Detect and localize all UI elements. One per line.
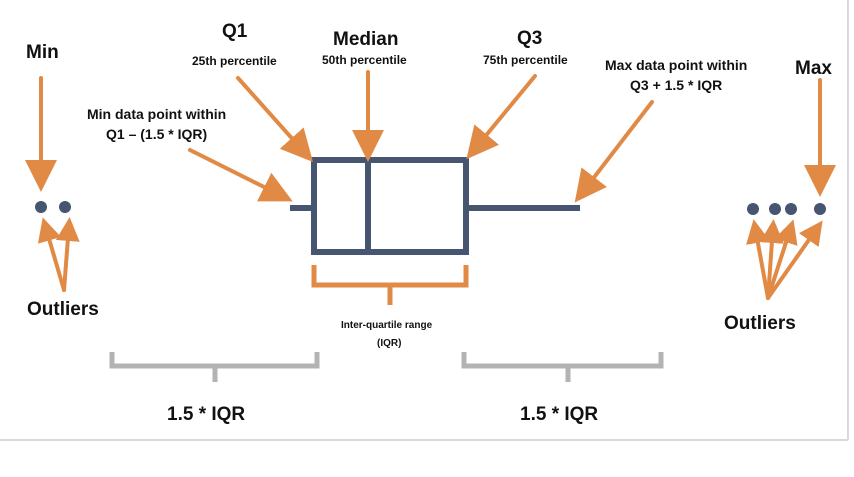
- right-outlier-arrow: [746, 219, 770, 300]
- max-whisker-arrow: [574, 100, 654, 203]
- left-outliers: [35, 201, 71, 213]
- outlier-dot: [785, 203, 797, 215]
- min-whisker-label-line1: Min data point within: [87, 106, 226, 122]
- left-span-bracket: [109, 352, 320, 382]
- q3-arrow: [466, 74, 537, 160]
- min-whisker-label-line2: Q1 – (1.5 * IQR): [106, 126, 207, 142]
- max-label: Max: [795, 58, 832, 79]
- left-span-label: 1.5 * IQR: [167, 404, 245, 425]
- right-span-bracket: [461, 352, 664, 382]
- max-whisker-label-line2: Q3 + 1.5 * IQR: [630, 77, 722, 93]
- iqr-label-line2: (IQR): [377, 338, 401, 349]
- outlier-dot: [814, 203, 826, 215]
- iqr-label-line1: Inter-quartile range: [341, 320, 433, 331]
- q1-subtitle: 25th percentile: [192, 54, 277, 68]
- left-outlier-arrow: [37, 217, 66, 292]
- outlier-dot: [59, 201, 71, 213]
- right-outlier-arrow: [759, 219, 784, 300]
- right-outliers: [747, 203, 826, 215]
- right-outlier-arrow: [766, 219, 798, 300]
- outlier-dot: [769, 203, 781, 215]
- outlier-dot: [747, 203, 759, 215]
- median-label: Median: [333, 29, 398, 50]
- min-whisker-arrow: [188, 148, 293, 202]
- outlier-dot: [35, 201, 47, 213]
- left-outlier-arrow: [55, 217, 80, 292]
- q3-subtitle: 75th percentile: [483, 53, 568, 67]
- max-whisker-label-line1: Max data point within: [605, 57, 747, 73]
- outliers-right-label: Outliers: [724, 313, 796, 334]
- q1-arrow: [236, 76, 313, 162]
- outliers-left-label: Outliers: [27, 299, 99, 320]
- q3-label: Q3: [517, 28, 542, 49]
- right-outlier-arrow: [766, 220, 823, 300]
- iqr-box: [311, 157, 469, 255]
- min-label: Min: [26, 42, 59, 63]
- iqr-bracket: [311, 265, 469, 305]
- box-plot: [290, 157, 580, 255]
- q1-label: Q1: [222, 21, 248, 42]
- right-span-label: 1.5 * IQR: [520, 404, 598, 425]
- median-subtitle: 50th percentile: [322, 53, 407, 67]
